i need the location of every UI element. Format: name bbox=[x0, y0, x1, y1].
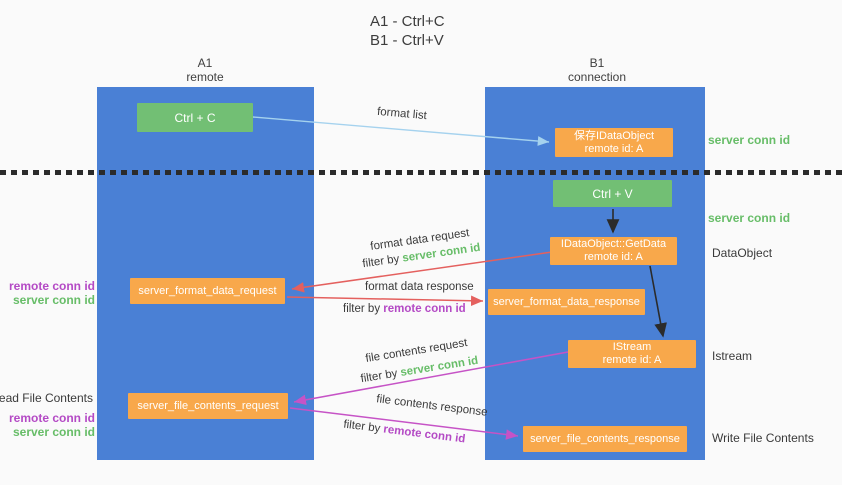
node-istream-line2: remote id: A bbox=[602, 354, 662, 366]
node-save-idataobject-line2: remote id: A bbox=[584, 142, 644, 155]
node-istream-line1: IStream bbox=[612, 341, 652, 353]
lane-a1-subtitle: remote bbox=[186, 70, 224, 84]
diagram-title: A1 - Ctrl+C B1 - Ctrl+V bbox=[370, 12, 445, 50]
title-line-2: B1 - Ctrl+V bbox=[370, 32, 444, 49]
node-save-idataobject: 保存IDataObject remote id: A bbox=[555, 128, 673, 157]
node-server-format-data-response: server_format_data_response bbox=[488, 289, 645, 315]
lane-header-a1: A1 remote bbox=[145, 56, 265, 84]
separator-dotted-line bbox=[0, 170, 842, 175]
label-filter-remote-conn-2: filter by remote conn id bbox=[343, 419, 466, 446]
annotation-remote-conn-id-left-1: remote conn id bbox=[8, 279, 95, 293]
label-format-data-response: format data response bbox=[365, 281, 474, 293]
title-line-1: A1 - Ctrl+C bbox=[370, 13, 445, 30]
filter-by-text: filter by bbox=[342, 418, 385, 436]
label-format-list: format list bbox=[376, 105, 428, 123]
annotation-server-conn-id-mid: server conn id bbox=[708, 211, 791, 225]
filter-by-text: filter by bbox=[359, 367, 402, 386]
annotation-istream: Istream bbox=[712, 349, 753, 363]
node-istream: IStream remote id: A bbox=[568, 340, 696, 368]
annotation-server-conn-id-left-1: server conn id bbox=[12, 293, 95, 307]
node-server-format-data-request: server_format_data_request bbox=[130, 278, 285, 304]
node-getdata-line2: remote id: A bbox=[584, 251, 643, 263]
annotation-read-file-contents: Read File Contents bbox=[0, 391, 93, 405]
node-server-file-contents-response: server_file_contents_response bbox=[523, 426, 687, 452]
server-conn-id-text: server conn id bbox=[399, 354, 480, 379]
node-save-idataobject-line1: 保存IDataObject bbox=[573, 129, 655, 142]
node-server-file-contents-request: server_file_contents_request bbox=[128, 393, 288, 419]
lane-b1-name: B1 bbox=[589, 56, 605, 70]
annotation-dataobject: DataObject bbox=[712, 246, 773, 260]
annotation-write-file-contents: Write File Contents bbox=[712, 431, 814, 445]
annotation-remote-conn-id-left-2: remote conn id bbox=[8, 411, 95, 425]
annotation-server-conn-id-top: server conn id bbox=[708, 133, 791, 147]
remote-conn-id-text: remote conn id bbox=[382, 423, 466, 446]
filter-by-text: filter by bbox=[361, 252, 404, 271]
filter-by-text: filter by bbox=[343, 303, 384, 315]
lane-a1-name: A1 bbox=[197, 56, 213, 70]
node-ctrl-v: Ctrl + V bbox=[553, 180, 672, 207]
label-file-contents-response: file contents response bbox=[375, 393, 489, 419]
remote-conn-id-text: remote conn id bbox=[383, 303, 466, 315]
node-idataobject-getdata: IDataObject::GetData remote id: A bbox=[550, 237, 677, 265]
arrow-format-data-response bbox=[286, 295, 484, 307]
lane-b1-subtitle: connection bbox=[567, 70, 627, 84]
node-getdata-line1: IDataObject::GetData bbox=[560, 238, 667, 250]
label-filter-remote-conn-1: filter by remote conn id bbox=[343, 303, 466, 315]
annotation-server-conn-id-left-2: server conn id bbox=[12, 425, 95, 439]
lane-header-b1: B1 connection bbox=[537, 56, 657, 84]
node-ctrl-c: Ctrl + C bbox=[137, 103, 253, 132]
